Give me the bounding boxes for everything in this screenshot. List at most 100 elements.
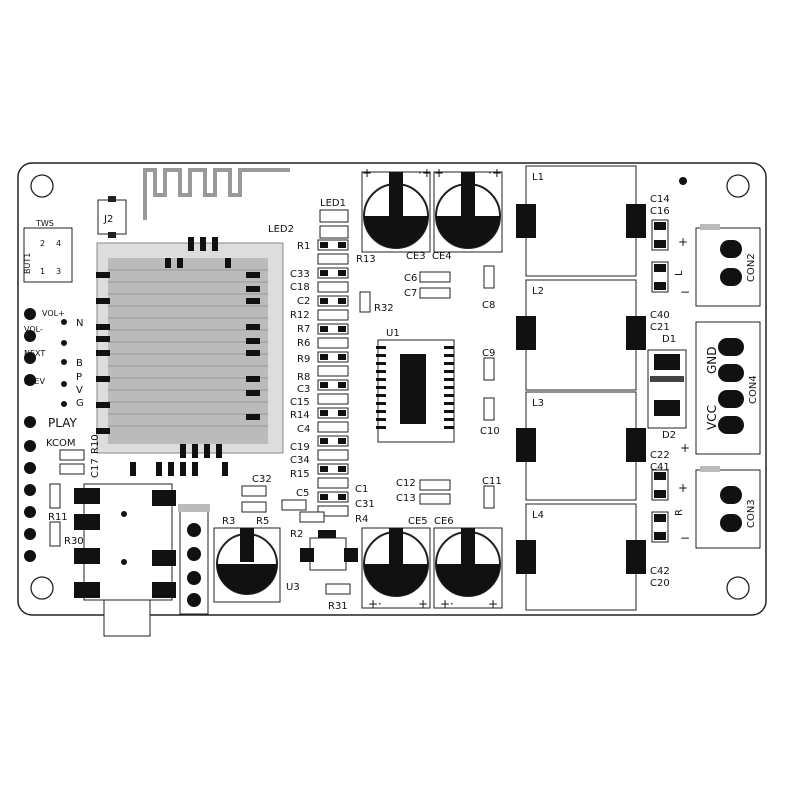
antenna-trace [143, 168, 290, 220]
svg-text:+: + [418, 597, 428, 611]
c40-label: C40 [650, 310, 670, 321]
left-side-pads [24, 308, 67, 562]
mode-label-v: V [76, 385, 83, 396]
svg-text:+·: +· [368, 597, 382, 611]
l2-label: L2 [532, 286, 544, 297]
side-label-vol-minus: VOL- [24, 325, 43, 334]
cap-ce3 [361, 171, 431, 253]
ce5-label: CE5 [408, 516, 428, 527]
svg-text:+: + [678, 235, 688, 249]
c21-label: C21 [650, 322, 670, 333]
resistor-array [317, 239, 349, 517]
svg-text:−: − [680, 285, 690, 299]
connector-con4 [695, 321, 761, 455]
c13-label: C13 [396, 493, 416, 504]
c14-label: C14 [650, 194, 670, 205]
svg-text:+: + [434, 166, 444, 180]
svg-text:R9: R9 [297, 354, 310, 365]
c41-label: C41 [650, 462, 670, 473]
c1-label: C1 [355, 484, 368, 495]
svg-text:C2: C2 [297, 296, 310, 307]
svg-text:2: 2 [40, 239, 45, 248]
svg-text:R1: R1 [297, 241, 310, 252]
mode-label-p: P [76, 372, 82, 383]
c16-label: C16 [650, 206, 670, 217]
u1-label: U1 [386, 328, 400, 339]
u1-chip [376, 339, 455, 443]
c6-label: C6 [404, 273, 417, 284]
side-label-play: PLAY [48, 416, 77, 430]
bluetooth-module [96, 237, 284, 476]
svg-text:R8: R8 [297, 372, 310, 383]
l-mark: L [674, 270, 685, 276]
side-label-next: NEXT [24, 349, 45, 358]
j5-header [178, 504, 210, 615]
c20-label: C20 [650, 578, 670, 589]
fiducial-dot [679, 177, 687, 185]
vcc-label: VCC [705, 405, 719, 430]
svg-text:+·: +· [440, 597, 454, 611]
cap-ce6 [433, 527, 503, 609]
r2-label: R2 [290, 529, 303, 540]
c7-label: C7 [404, 288, 417, 299]
inductor-l4 [516, 503, 646, 611]
con2-label: CON2 [746, 253, 757, 282]
d1-label: D1 [662, 334, 676, 345]
mounting-hole [726, 174, 750, 198]
l3-label: L3 [532, 398, 544, 409]
c22-label: C22 [650, 450, 670, 461]
side-label-prev: PREV [24, 377, 45, 386]
svg-text:R12: R12 [290, 310, 310, 321]
regulator [300, 530, 358, 571]
r4-label: R4 [355, 514, 368, 525]
svg-text:BUT1: BUT1 [23, 253, 32, 274]
c32-label: C32 [252, 474, 272, 485]
inductor-l1 [516, 165, 646, 277]
inductor-l3 [516, 391, 646, 501]
c17-label: C17 [90, 458, 101, 478]
tactile-button: TWS BUT1 2 4 1 3 [23, 219, 73, 283]
ce4-label: CE4 [432, 251, 452, 262]
left-column-labels: R1 C33 C18 C2 R12 R7 R6 R9 R8 C3 C15 R14… [290, 241, 310, 480]
svg-text:·+: ·+ [488, 166, 502, 180]
svg-text:R15: R15 [290, 469, 310, 480]
mounting-hole [30, 576, 54, 600]
svg-text:C3: C3 [297, 384, 310, 395]
r3-label: R3 [222, 516, 235, 527]
mounting-hole [726, 576, 750, 600]
svg-text:C33: C33 [290, 269, 310, 280]
svg-text:+: + [678, 481, 688, 495]
l1-label: L1 [532, 172, 544, 183]
side-label-vol-plus: VOL+ [42, 309, 65, 318]
con4-label: CON4 [748, 375, 759, 404]
mounting-hole [30, 174, 54, 198]
svg-text:−: − [680, 531, 690, 545]
cap-ce5 [361, 527, 431, 609]
audio-jack [74, 483, 176, 637]
svg-text:C4: C4 [297, 424, 310, 435]
cap-ce4 [433, 171, 503, 253]
svg-text:3: 3 [56, 267, 61, 276]
svg-text:C18: C18 [290, 282, 310, 293]
svg-text:4: 4 [56, 239, 61, 248]
r13-label: R13 [356, 254, 376, 265]
r10-label: R10 [90, 434, 101, 454]
c31-label: C31 [355, 499, 375, 510]
svg-text:C19: C19 [290, 442, 310, 453]
inductor-l2 [516, 279, 646, 391]
c42-label: C42 [650, 566, 670, 577]
r31-label: R31 [328, 601, 348, 612]
gnd-label: GND [705, 346, 719, 374]
diode-d1-d2 [647, 349, 687, 429]
connector-con3 [695, 466, 761, 549]
con3-label: CON3 [746, 499, 757, 528]
d2-label: D2 [662, 430, 676, 441]
l4-label: L4 [532, 510, 544, 521]
svg-text:R6: R6 [297, 338, 310, 349]
svg-text:+: + [362, 166, 372, 180]
u3-label: U3 [286, 582, 300, 593]
c9-label: C9 [482, 348, 495, 359]
connector-con2 [695, 224, 761, 307]
r-mark: R [674, 509, 685, 516]
